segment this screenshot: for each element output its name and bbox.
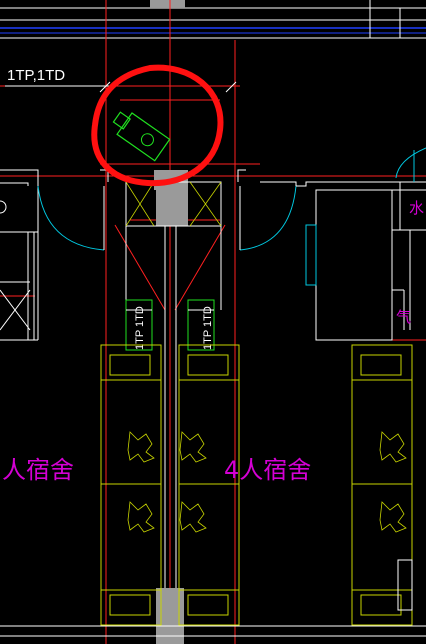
- room-label-right: 4人宿舍: [224, 456, 311, 484]
- bed-linen-motifs: [127, 431, 407, 533]
- room-label-left: 人宿舍: [2, 456, 74, 484]
- edge-label-right-mid: 气: [396, 308, 411, 326]
- fixture-right-label: 1TP 1TD: [202, 306, 214, 350]
- central-shaft: [125, 170, 222, 644]
- right-door: [239, 181, 297, 251]
- bed-group-left: [100, 344, 162, 626]
- bed-group-mid: [178, 344, 240, 626]
- bed-group-right: [351, 344, 413, 626]
- left-walls: [0, 169, 39, 341]
- tag-label: 1TP,1TD: [7, 67, 65, 84]
- annotation-circle: [91, 64, 224, 187]
- edge-label-water: 水: [409, 199, 424, 217]
- fixture-left-label: 1TP 1TD: [134, 306, 146, 350]
- top-structure: [0, 0, 426, 39]
- fixture-left: 1TP 1TD: [125, 299, 153, 351]
- fixture-right: 1TP 1TD: [187, 299, 215, 351]
- bottom-walls: [0, 559, 426, 637]
- tag-leader: 1TP,1TD: [5, 67, 237, 93]
- right-room: [296, 147, 426, 341]
- device-icon: [112, 111, 171, 162]
